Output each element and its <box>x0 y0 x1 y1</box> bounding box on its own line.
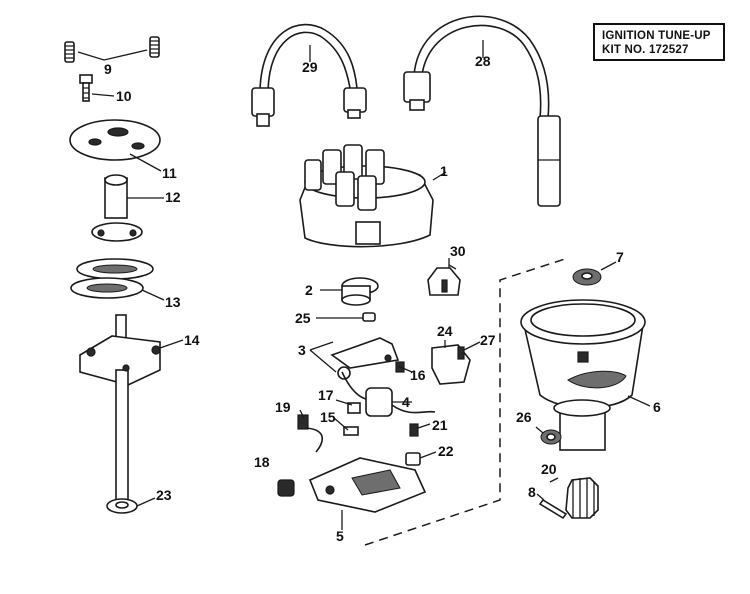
part-clip-15 <box>343 426 359 436</box>
part-cap-lock <box>427 267 461 296</box>
part-distributor-cap <box>299 144 434 248</box>
callout-2: 2 <box>305 282 313 298</box>
callout-22: 22 <box>438 443 454 459</box>
callout-13: 13 <box>165 294 181 310</box>
part-springs <box>64 36 160 63</box>
part-screw-27 <box>457 346 465 360</box>
callout-27: 27 <box>480 332 496 348</box>
leader-lines <box>77 40 651 530</box>
kit-label-line-2: KIT NO. 172527 <box>602 44 689 56</box>
assembly-dashed-line <box>364 257 569 546</box>
part-long-wire <box>403 15 561 207</box>
part-washer <box>106 498 138 514</box>
callout-15: 15 <box>320 409 336 425</box>
part-seal <box>572 268 602 286</box>
kit-label-box: IGNITION TUNE-UP KIT NO. 172527 <box>593 23 725 61</box>
callout-17: 17 <box>318 387 334 403</box>
part-bushing-22 <box>405 452 421 466</box>
callout-14: 14 <box>184 332 200 348</box>
part-shaft-cam <box>91 174 143 242</box>
callout-23: 23 <box>156 487 172 503</box>
part-weights <box>70 258 154 299</box>
part-drive-gear <box>565 477 599 519</box>
part-main-shaft <box>79 314 161 503</box>
callout-1: 1 <box>440 163 448 179</box>
callout-7: 7 <box>616 249 624 265</box>
callout-11: 11 <box>162 165 177 181</box>
callout-16: 16 <box>410 367 426 383</box>
part-condenser <box>365 387 436 417</box>
part-nut-17 <box>347 402 361 414</box>
callout-9: 9 <box>104 61 112 77</box>
callout-19: 19 <box>275 399 291 415</box>
callout-18: 18 <box>254 454 270 470</box>
part-housing <box>520 299 646 451</box>
callout-10: 10 <box>116 88 132 104</box>
callout-29: 29 <box>302 59 318 75</box>
callout-12: 12 <box>165 189 181 205</box>
part-roll-pin <box>538 498 568 520</box>
part-bearing <box>540 429 562 445</box>
callout-5: 5 <box>336 528 344 544</box>
callout-4: 4 <box>402 394 410 410</box>
part-felt-wick <box>362 312 376 322</box>
part-screw-21 <box>409 423 419 437</box>
callout-labels: 9 10 11 12 13 14 23 29 28 1 30 2 25 3 24… <box>104 53 661 544</box>
callout-24: 24 <box>437 323 453 339</box>
callout-6: 6 <box>653 399 661 415</box>
callout-21: 21 <box>432 417 448 433</box>
callout-3: 3 <box>298 342 306 358</box>
callout-28: 28 <box>475 53 491 69</box>
part-nut-18 <box>277 479 295 497</box>
callout-20: 20 <box>541 461 557 477</box>
part-screw <box>79 74 93 102</box>
part-rotor <box>341 277 379 306</box>
part-short-wire <box>251 23 367 127</box>
callout-25: 25 <box>295 310 311 326</box>
part-base-plate <box>308 457 427 513</box>
callout-8: 8 <box>528 484 536 500</box>
part-breaker-plate <box>69 119 161 161</box>
callout-26: 26 <box>516 409 532 425</box>
part-lead-wire <box>297 414 324 453</box>
kit-label-line-1: IGNITION TUNE-UP <box>602 30 711 42</box>
callout-30: 30 <box>450 243 466 259</box>
